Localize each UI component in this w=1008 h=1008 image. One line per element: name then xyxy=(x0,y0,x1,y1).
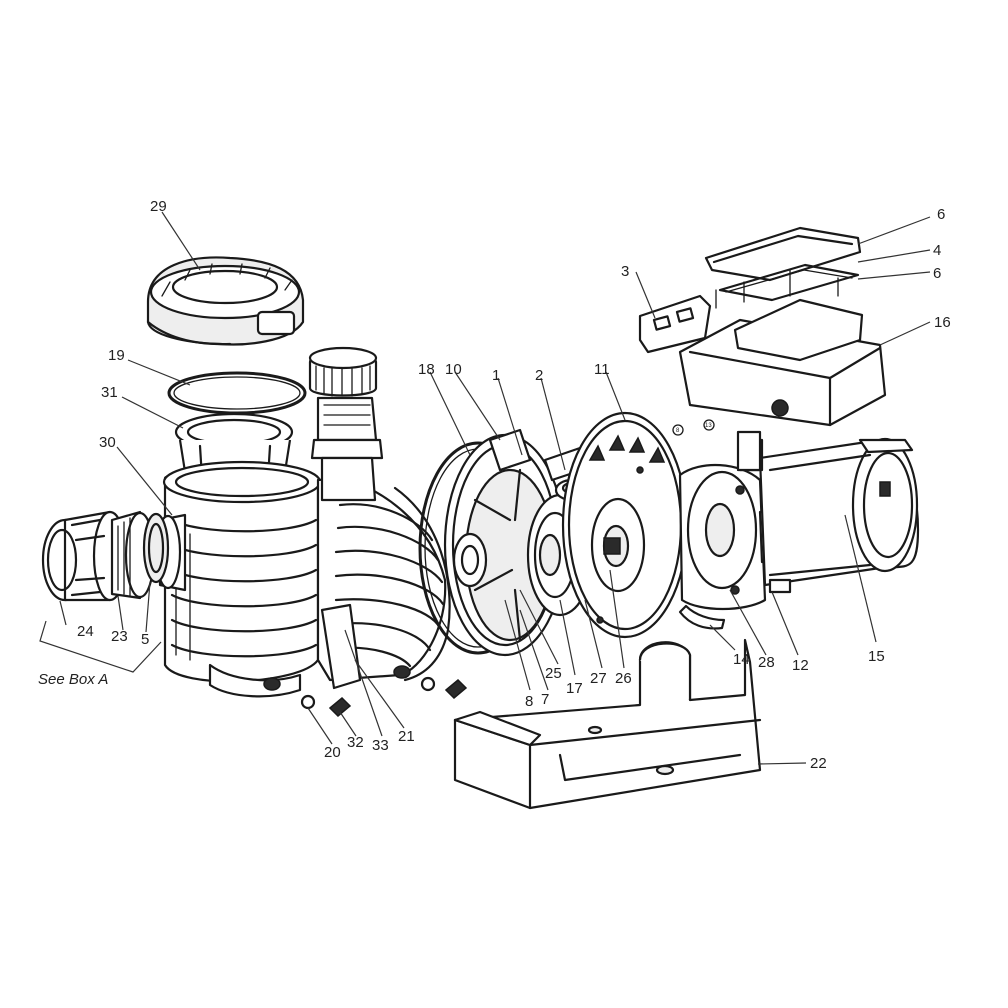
callout-18: 18 xyxy=(418,361,435,378)
seal-plate-part xyxy=(561,411,689,639)
callout-4: 4 xyxy=(933,242,941,259)
lid-o-ring-part xyxy=(167,371,307,415)
keypad-cover-part xyxy=(704,226,862,282)
union-fitting-part xyxy=(41,510,170,602)
callout-33: 33 xyxy=(372,737,389,754)
pump-base-part xyxy=(453,638,762,810)
motor-adapter-part xyxy=(678,463,780,611)
see-box-a-label: See Box A xyxy=(38,671,108,688)
callout-28: 28 xyxy=(758,654,775,671)
diffuser-part xyxy=(443,428,567,657)
leader-lines xyxy=(39,211,931,765)
callout-5: 5 xyxy=(141,631,149,648)
callout-22: 22 xyxy=(810,755,827,772)
callout-17: 17 xyxy=(566,680,583,697)
callout-26: 26 xyxy=(615,670,632,687)
callout-3: 3 xyxy=(621,263,629,280)
mark-13 xyxy=(703,419,715,431)
strainer-housing-part xyxy=(154,460,322,698)
callout-14: 14 xyxy=(733,651,750,668)
keypad-panel-part xyxy=(638,294,712,354)
callout-15: 15 xyxy=(868,648,885,665)
callout-31: 31 xyxy=(101,384,118,401)
control-housing-part xyxy=(678,298,887,472)
pump-housing-part xyxy=(263,476,451,691)
callout-6b: 6 xyxy=(933,265,941,282)
mark-8-label: 8 xyxy=(676,428,680,434)
keypad-gasket-part xyxy=(718,263,860,302)
callout-16: 16 xyxy=(934,314,951,331)
callout-19: 19 xyxy=(108,347,125,364)
callout-21: 21 xyxy=(398,728,415,745)
mark-8 xyxy=(672,424,684,436)
callout-32: 32 xyxy=(347,734,364,751)
discharge-union-part xyxy=(308,346,384,502)
motor-foot-part xyxy=(678,604,726,630)
mark-13-label: 13 xyxy=(705,423,712,429)
callout-11: 11 xyxy=(594,361,610,378)
callout-2: 2 xyxy=(535,367,543,384)
strainer-lid-part xyxy=(146,256,305,346)
callout-8: 8 xyxy=(525,693,533,710)
callout-6a: 6 xyxy=(937,206,945,223)
callout-1: 1 xyxy=(492,367,500,384)
callout-12: 12 xyxy=(792,657,809,674)
callout-29: 29 xyxy=(150,198,167,215)
screws-part xyxy=(715,269,839,309)
motor-part xyxy=(738,437,920,594)
callout-23: 23 xyxy=(111,628,128,645)
drain-plugs-part xyxy=(300,676,468,718)
callout-30: 30 xyxy=(99,434,116,451)
callout-10: 10 xyxy=(445,361,462,378)
callout-25: 25 xyxy=(545,665,562,682)
callout-labels: 29 19 31 30 24 23 5 18 10 1 2 11 3 6 4 6… xyxy=(38,198,951,772)
callout-24: 24 xyxy=(77,623,94,640)
callout-7: 7 xyxy=(541,691,549,708)
callout-27: 27 xyxy=(590,670,607,687)
callout-20: 20 xyxy=(324,744,341,761)
